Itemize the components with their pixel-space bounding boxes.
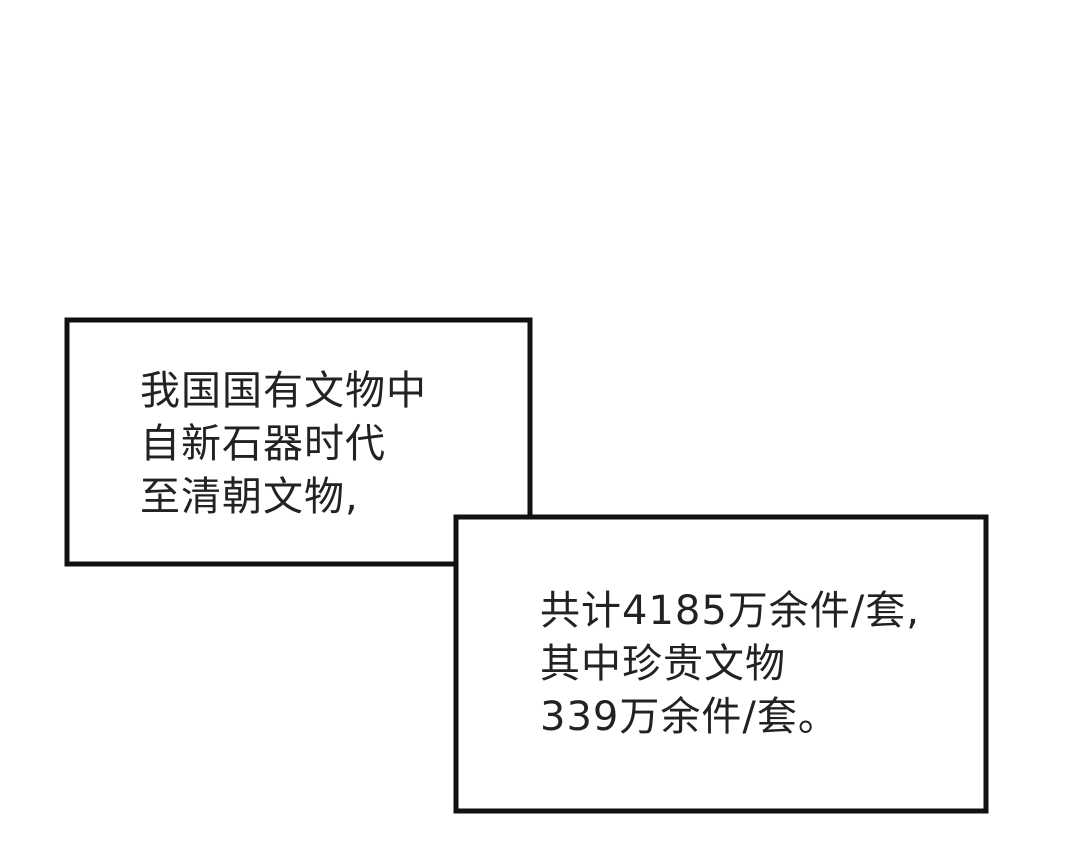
caption-box-2-border: [453, 514, 989, 814]
caption-line: 共计4185万余件/套,: [540, 588, 920, 634]
caption-line: 我国国有文物中: [140, 368, 427, 414]
caption-line: 至清朝文物,: [140, 474, 359, 520]
caption-line: 自新石器时代: [140, 421, 386, 467]
caption-box-merge: [459, 520, 527, 561]
caption-line: 339万余件/套。: [540, 694, 839, 740]
caption-box-2-text: 共计4185万余件/套, 其中珍贵文物 339万余件/套。: [540, 585, 920, 744]
caption-line: 其中珍贵文物: [540, 641, 786, 687]
caption-box-1-text: 我国国有文物中 自新石器时代 至清朝文物,: [140, 365, 427, 524]
caption-box-1-border: [64, 317, 533, 567]
